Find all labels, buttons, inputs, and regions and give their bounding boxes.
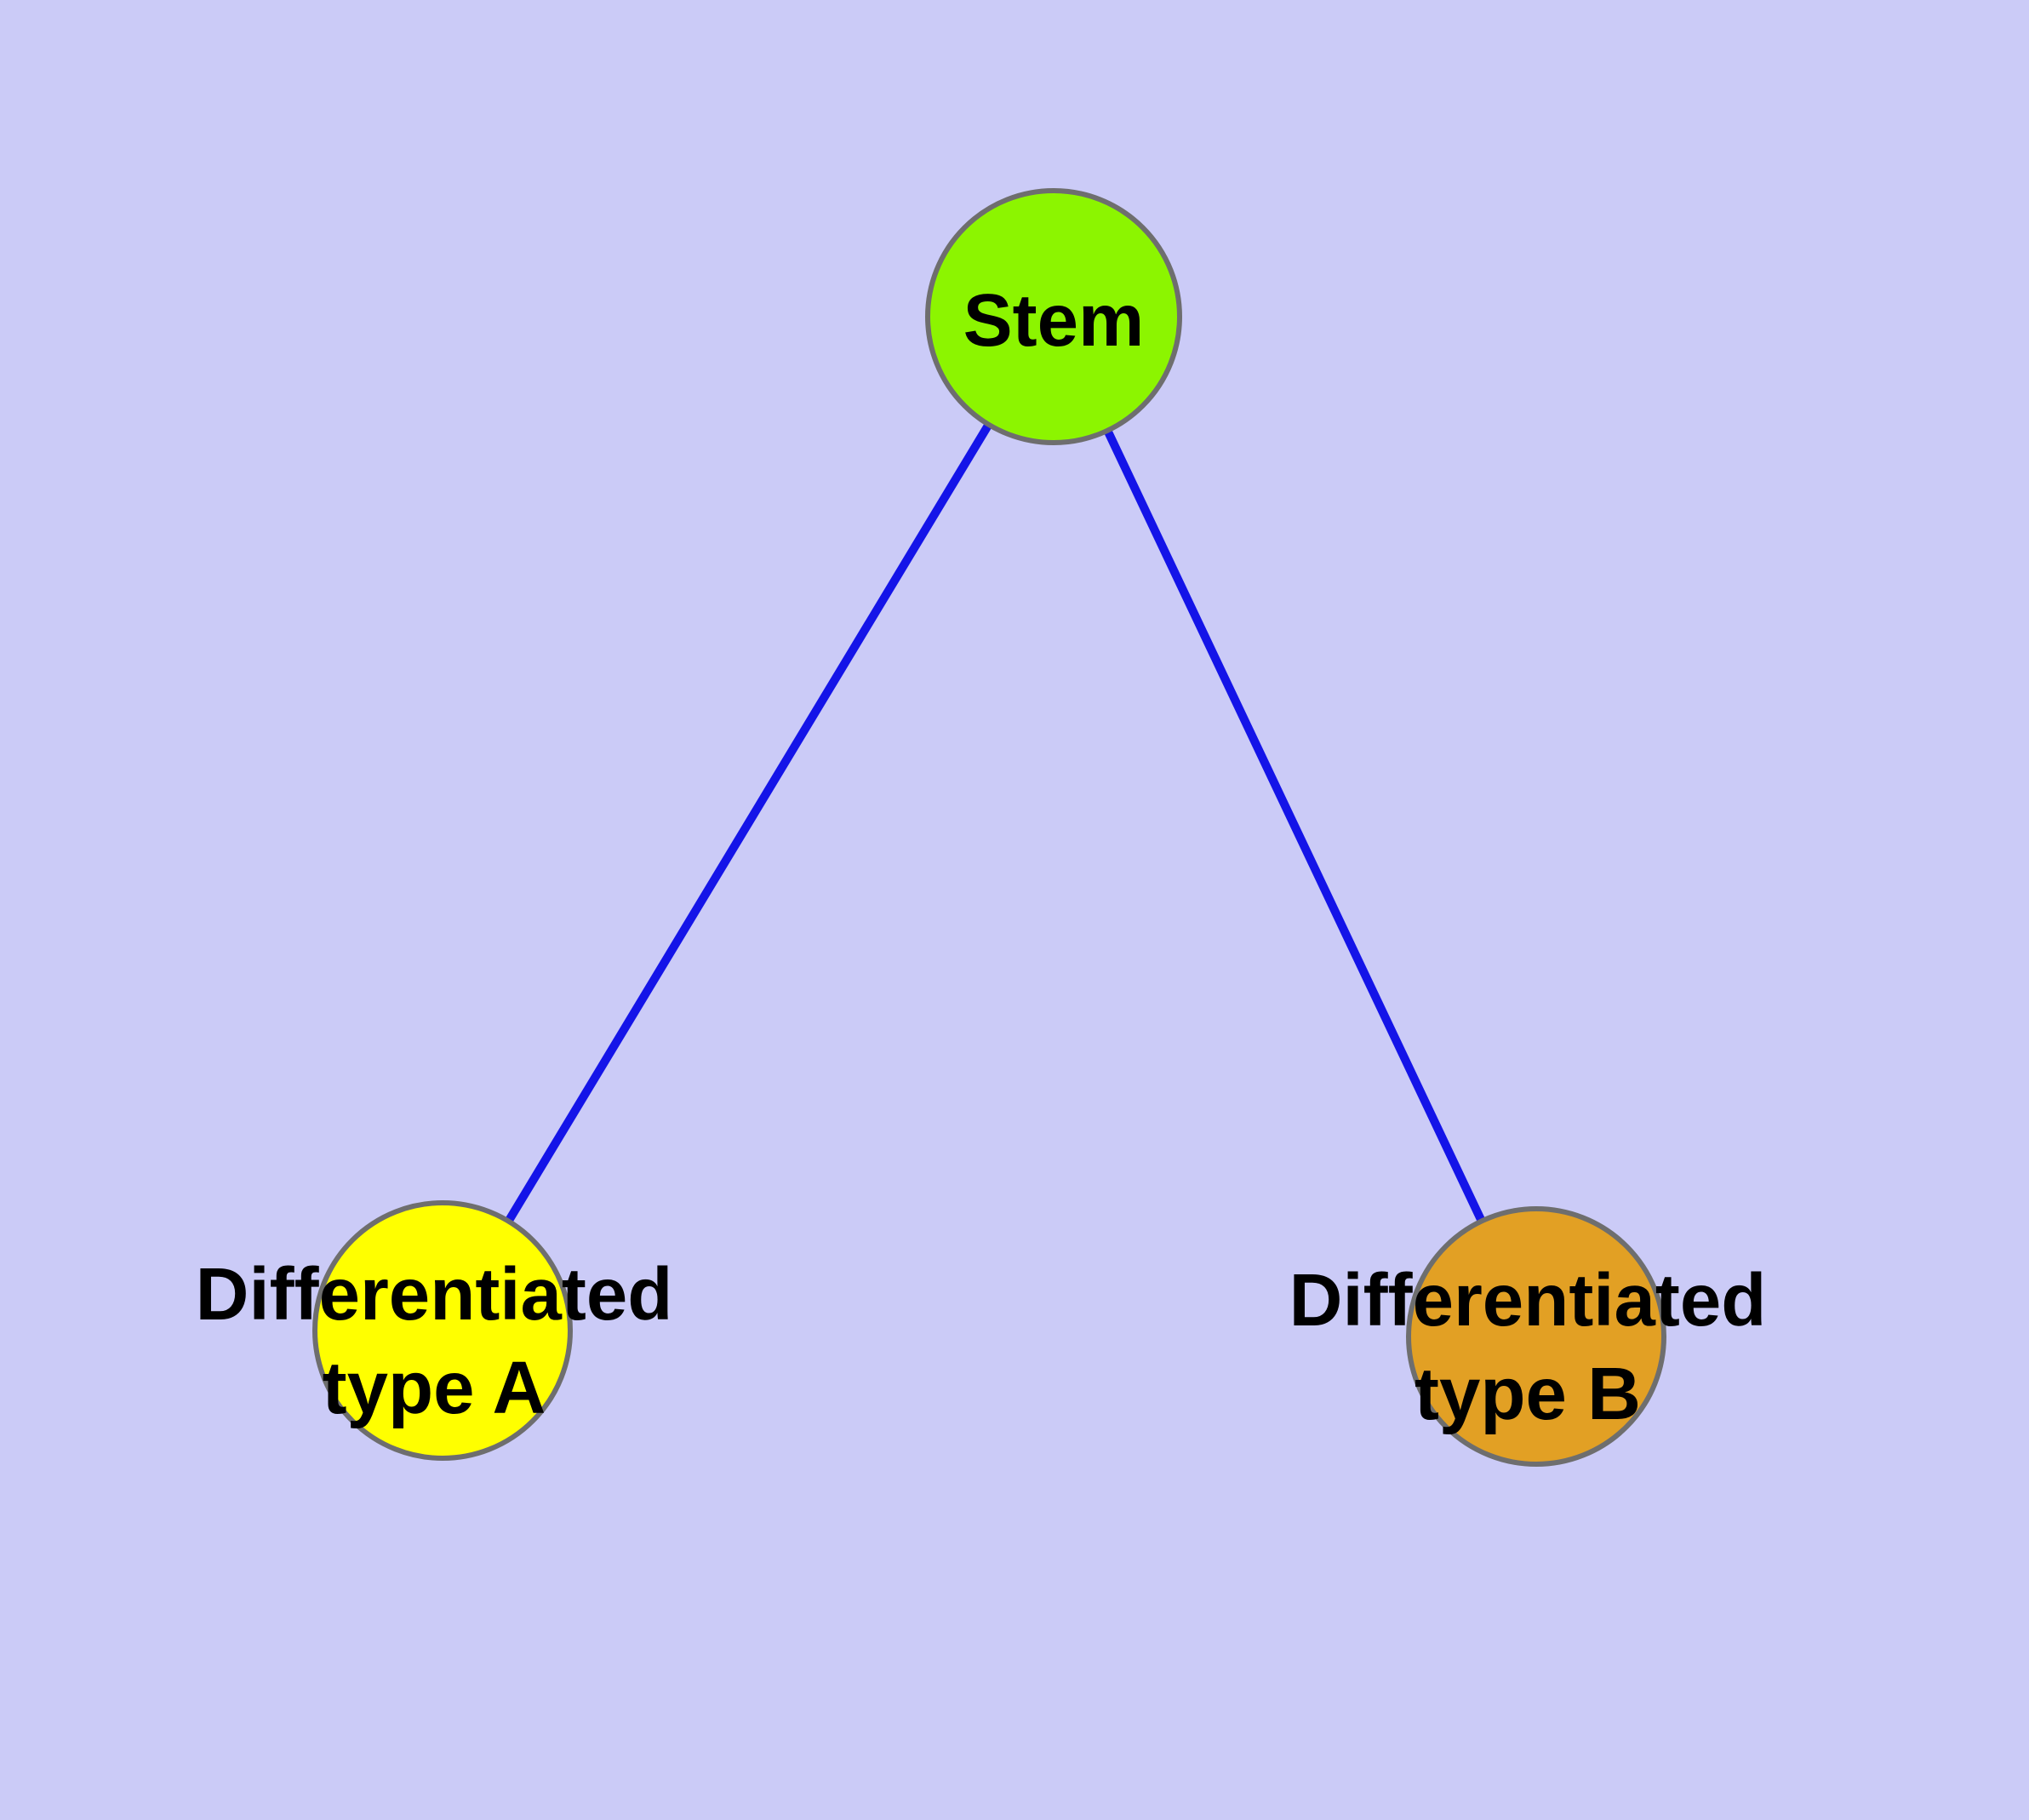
edge-stem-to-typeA [438, 314, 1058, 1333]
node-stem: Stem [925, 188, 1182, 445]
node-typeA-circle [312, 1200, 573, 1461]
node-stem-circle [925, 188, 1182, 445]
node-typeB: Differentiated type B [1289, 1206, 1767, 1467]
edge-stem-to-typeB [1049, 314, 1540, 1339]
node-typeA-label-line1: Differentiated [196, 1253, 673, 1336]
node-typeA-label-line2: type A [323, 1347, 546, 1429]
node-typeB-label-line2: type B [1415, 1353, 1641, 1435]
node-typeB-circle [1406, 1206, 1666, 1467]
node-stem-label: Stem [963, 279, 1145, 362]
node-typeB-label-line1: Differentiated [1289, 1259, 1767, 1342]
node-typeA: Differentiated type A [196, 1200, 673, 1461]
